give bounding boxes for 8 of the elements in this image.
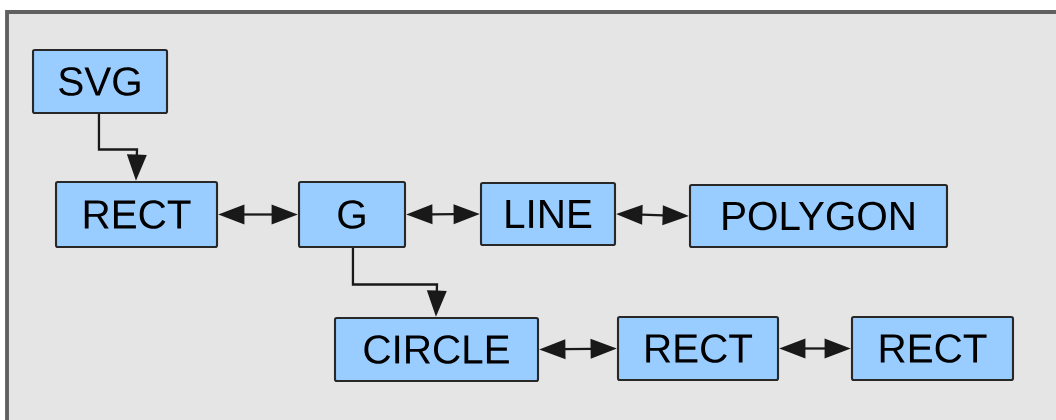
- element-box: SVG: [31, 48, 169, 115]
- element-box: CIRCLE: [333, 316, 540, 383]
- element-box: RECT: [54, 180, 219, 249]
- element-box: RECT: [850, 315, 1015, 382]
- element-box: LINE: [479, 181, 617, 247]
- element-box: POLYGON: [688, 183, 949, 249]
- element-box: RECT: [616, 315, 780, 382]
- element-box: G: [297, 180, 407, 249]
